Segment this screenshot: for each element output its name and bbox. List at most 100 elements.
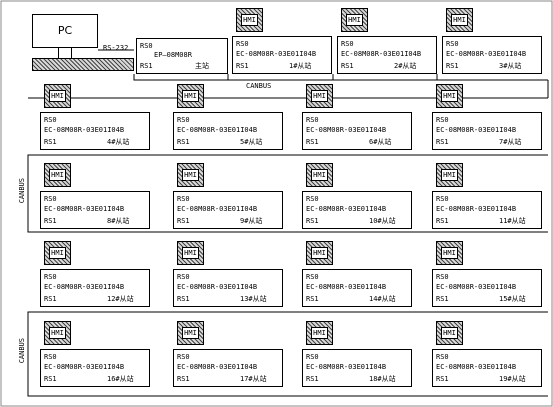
hmi-label: HMI <box>311 327 328 339</box>
slave-rs0: RS0 <box>436 353 449 361</box>
slave-station: 5#从站 <box>240 138 263 146</box>
slave-rs1: RS1 <box>177 217 190 225</box>
hmi-icon: HMI <box>177 163 204 187</box>
hmi-icon: HMI <box>236 8 263 32</box>
slave-station: 17#从站 <box>240 375 267 383</box>
hmi-label: HMI <box>49 327 66 339</box>
master-model: EP—08M08R <box>154 51 192 59</box>
hmi-icon: HMI <box>177 321 204 345</box>
slave-model: EC-08M08R-03E01I04B <box>306 363 387 371</box>
canbus-label-top: CANBUS <box>246 82 272 90</box>
slave-station: 16#从站 <box>107 375 134 383</box>
hmi-label: HMI <box>441 169 458 181</box>
slave-model: EC-08M08R-03E01I04B <box>341 50 422 58</box>
canbus-label-mid: CANBUS <box>18 178 26 204</box>
slave-model: EC-08M08R-03E01I04B <box>436 283 517 291</box>
slave-model: EC-08M08R-03E01I04B <box>177 283 258 291</box>
slave-rs1: RS1 <box>44 295 57 303</box>
hmi-icon: HMI <box>44 163 71 187</box>
slave-rs0: RS0 <box>44 116 57 124</box>
slave-model: EC-08M08R-03E01I04B <box>236 50 317 58</box>
slave-station: 9#从站 <box>240 217 263 225</box>
slave-rs0: RS0 <box>177 195 190 203</box>
slave-model: EC-08M08R-03E01I04B <box>306 283 387 291</box>
slave-rs0: RS0 <box>306 195 319 203</box>
slave-station: 3#从站 <box>499 62 522 70</box>
slave-rs1: RS1 <box>236 62 249 70</box>
pc-computer: PC <box>32 14 98 48</box>
hmi-label: HMI <box>441 90 458 102</box>
hmi-label: HMI <box>241 14 258 26</box>
hmi-icon: HMI <box>446 8 473 32</box>
slave-rs1: RS1 <box>436 217 449 225</box>
slave-station: 18#从站 <box>369 375 396 383</box>
slave-rs1: RS1 <box>44 217 57 225</box>
hmi-icon: HMI <box>436 241 463 265</box>
hmi-label: HMI <box>451 14 468 26</box>
slave-rs1: RS1 <box>436 375 449 383</box>
slave-model: EC-08M08R-03E01I04B <box>436 363 517 371</box>
slave-model: EC-08M08R-03E01I04B <box>306 126 387 134</box>
hmi-label: HMI <box>182 247 199 259</box>
slave-model: EC-08M08R-03E01I04B <box>44 126 125 134</box>
slave-rs1: RS1 <box>306 138 319 146</box>
hmi-icon: HMI <box>44 321 71 345</box>
slave-rs0: RS0 <box>306 273 319 281</box>
slave-station: 14#从站 <box>369 295 396 303</box>
hmi-label: HMI <box>182 169 199 181</box>
slave-rs0: RS0 <box>341 40 354 48</box>
slave-rs1: RS1 <box>177 375 190 383</box>
slave-rs1: RS1 <box>306 217 319 225</box>
slave-rs0: RS0 <box>306 353 319 361</box>
slave-model: EC-08M08R-03E01I04B <box>177 205 258 213</box>
slave-rs1: RS1 <box>177 138 190 146</box>
hmi-icon: HMI <box>436 321 463 345</box>
slave-rs0: RS0 <box>306 116 319 124</box>
slave-rs1: RS1 <box>306 375 319 383</box>
slave-rs0: RS0 <box>177 353 190 361</box>
hmi-label: HMI <box>311 90 328 102</box>
master-station: RS0 EP—08M08R RS1 主站 <box>136 38 228 74</box>
slave-rs1: RS1 <box>446 62 459 70</box>
hmi-label: HMI <box>49 169 66 181</box>
master-role: 主站 <box>195 62 209 70</box>
slave-rs1: RS1 <box>306 295 319 303</box>
pc-base <box>32 58 134 71</box>
hmi-icon: HMI <box>306 84 333 108</box>
slave-rs1: RS1 <box>341 62 354 70</box>
slave-rs0: RS0 <box>177 116 190 124</box>
slave-station: 2#从站 <box>394 62 417 70</box>
slave-model: EC-08M08R-03E01I04B <box>44 363 125 371</box>
hmi-label: HMI <box>311 169 328 181</box>
slave-model: EC-08M08R-03E01I04B <box>436 205 517 213</box>
slave-station: 1#从站 <box>289 62 312 70</box>
slave-station: 6#从站 <box>369 138 392 146</box>
hmi-icon: HMI <box>44 84 71 108</box>
slave-station: 8#从站 <box>107 217 130 225</box>
hmi-label: HMI <box>182 327 199 339</box>
slave-rs0: RS0 <box>436 195 449 203</box>
slave-model: EC-08M08R-03E01I04B <box>436 126 517 134</box>
hmi-label: HMI <box>441 327 458 339</box>
slave-rs1: RS1 <box>177 295 190 303</box>
hmi-icon: HMI <box>44 241 71 265</box>
slave-rs0: RS0 <box>236 40 249 48</box>
slave-station: 11#从站 <box>499 217 526 225</box>
slave-station: 4#从站 <box>107 138 130 146</box>
hmi-label: HMI <box>49 90 66 102</box>
pc-label: PC <box>57 24 73 37</box>
master-rs1: RS1 <box>140 62 153 70</box>
hmi-icon: HMI <box>306 321 333 345</box>
